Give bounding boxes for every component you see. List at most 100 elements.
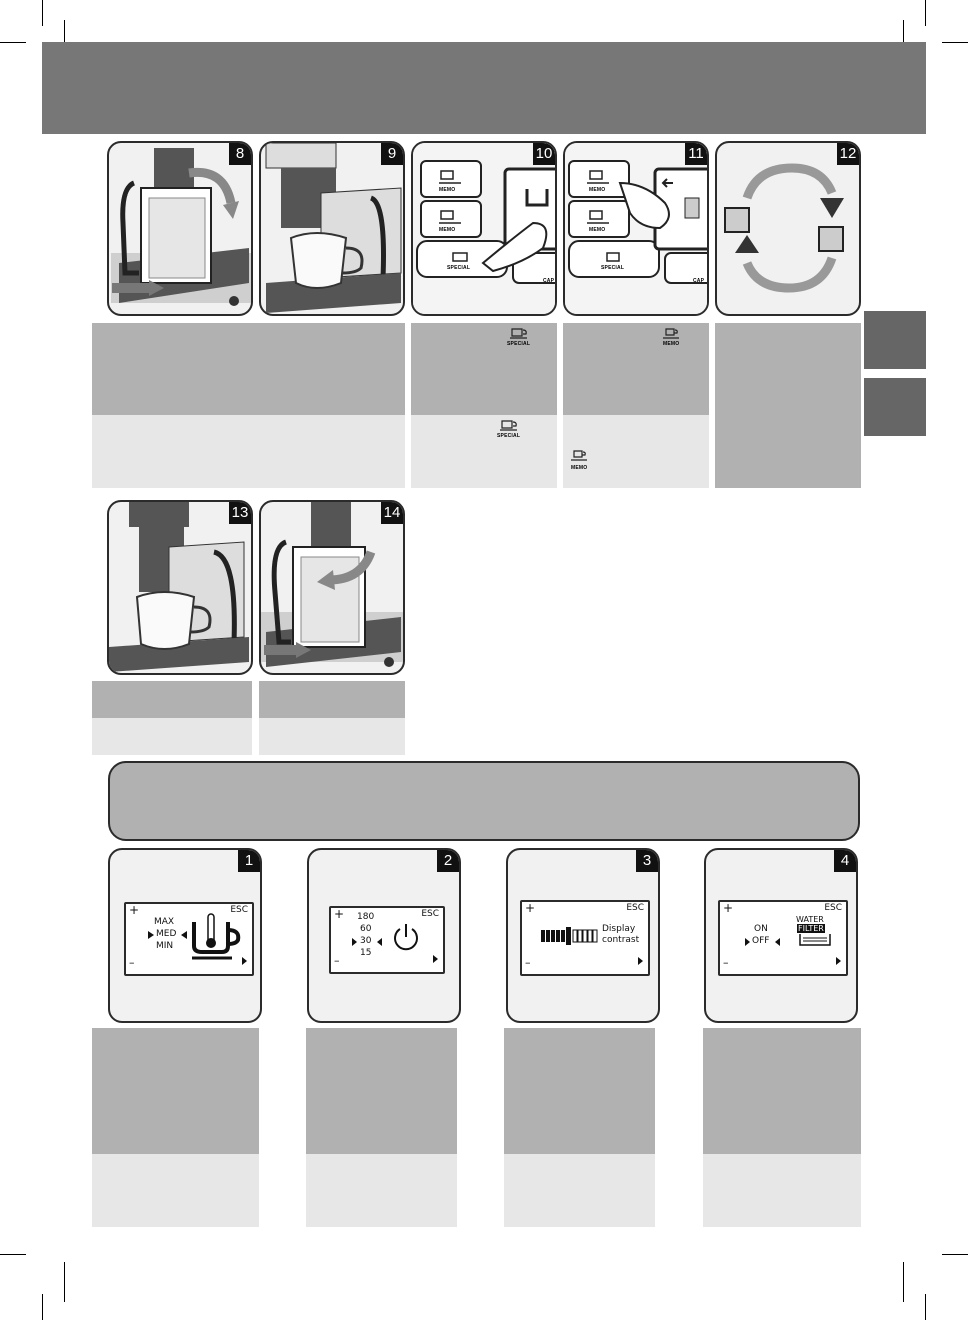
plus-sign[interactable]: + xyxy=(525,901,536,915)
display-contrast-line2: contrast xyxy=(602,935,640,945)
filter-label: FILTER xyxy=(797,924,825,933)
option-180: 180 xyxy=(357,912,375,922)
lcd-display: + ESC ON OFF WATER FILTER – xyxy=(718,900,848,976)
language-tab-active[interactable] xyxy=(864,378,926,436)
esc-label[interactable]: ESC xyxy=(626,903,644,913)
crop-mark xyxy=(0,1254,26,1255)
setting-2-panel: 2 + ESC 180 60 30 15 – xyxy=(307,848,461,1023)
special-button-label: SPECIAL xyxy=(601,265,625,271)
step-number: 9 xyxy=(381,143,403,165)
contrast-bar-icon xyxy=(541,927,598,945)
power-icon xyxy=(394,924,418,951)
memo-button-label: MEMO xyxy=(589,187,606,193)
step-13-text-box xyxy=(92,681,252,718)
crop-mark xyxy=(925,1294,926,1320)
step-8-9-text-box-secondary xyxy=(92,415,405,488)
step-11-illustration: MEMO MEMO SPECIAL CAP 11 xyxy=(563,141,709,316)
step-number: 3 xyxy=(636,850,658,872)
lcd-display: + ESC Display contrast – xyxy=(520,900,650,976)
step-13-text-box-secondary xyxy=(92,718,252,755)
setting-3-panel: 3 + ESC Display contrast – xyxy=(506,848,660,1023)
selection-arrow-right-icon xyxy=(148,931,154,939)
esc-label[interactable]: ESC xyxy=(230,905,248,915)
selection-arrow-right-icon xyxy=(745,938,750,946)
step-number: 10 xyxy=(533,143,555,165)
minus-sign[interactable]: – xyxy=(723,956,729,969)
crop-mark xyxy=(42,0,43,26)
memo-button-label: MEMO xyxy=(571,465,588,471)
step-14-text-box xyxy=(259,681,405,718)
setting-3-text-box xyxy=(504,1028,655,1154)
step-number: 14 xyxy=(381,502,403,524)
option-15: 15 xyxy=(360,948,372,958)
special-button-label: SPECIAL xyxy=(497,433,521,439)
setting-2-text-box xyxy=(306,1028,457,1154)
step-number: 2 xyxy=(437,850,459,872)
setting-1-text-box xyxy=(92,1028,259,1154)
step-14-illustration: 14 xyxy=(259,500,405,675)
minus-sign[interactable]: – xyxy=(334,954,340,967)
step-14-text-box-secondary xyxy=(259,718,405,755)
step-number: 4 xyxy=(834,850,856,872)
special-icon xyxy=(500,420,517,431)
setting-2-text-box-secondary xyxy=(306,1154,457,1227)
next-arrow-icon[interactable] xyxy=(241,956,248,966)
crop-mark xyxy=(64,20,65,60)
crop-mark xyxy=(942,1254,968,1255)
selection-arrow-left-icon xyxy=(775,938,780,946)
step-11-text-box-secondary: MEMO xyxy=(563,415,709,488)
plus-sign[interactable]: + xyxy=(129,903,140,917)
option-on: ON xyxy=(754,924,768,934)
next-arrow-icon[interactable] xyxy=(835,956,842,966)
step-10-text-box-secondary: SPECIAL xyxy=(411,415,557,488)
plus-sign[interactable]: + xyxy=(723,901,734,915)
crop-mark xyxy=(942,42,968,43)
plus-sign[interactable]: + xyxy=(334,907,345,921)
next-arrow-icon[interactable] xyxy=(432,954,439,964)
option-max: MAX xyxy=(154,917,175,927)
setting-4-panel: 4 + ESC ON OFF WATER FILTER – xyxy=(704,848,858,1023)
display-contrast-line1: Display xyxy=(602,924,636,934)
memo-icon xyxy=(571,450,587,461)
step-13-illustration: 13 xyxy=(107,500,253,675)
selection-arrow-left-icon xyxy=(181,931,187,939)
minus-sign[interactable]: – xyxy=(525,956,531,969)
step-8-illustration: 8 xyxy=(107,141,253,316)
special-icon xyxy=(510,328,527,339)
water-label: WATER xyxy=(796,915,824,924)
step-number: 12 xyxy=(837,143,859,165)
minus-sign[interactable]: – xyxy=(129,956,135,969)
crop-mark xyxy=(903,1262,904,1302)
option-min: MIN xyxy=(156,941,174,951)
memo-button-label: MEMO xyxy=(663,341,680,347)
option-30-selected: 30 xyxy=(360,936,372,946)
page-header-band xyxy=(42,42,926,134)
step-number: 8 xyxy=(229,143,251,165)
temperature-cup-icon xyxy=(192,913,241,960)
step-9-illustration: 9 xyxy=(259,141,405,316)
esc-label[interactable]: ESC xyxy=(421,909,439,919)
selection-arrow-left-icon xyxy=(377,938,382,946)
next-arrow-icon[interactable] xyxy=(637,956,644,966)
crop-mark xyxy=(903,20,904,60)
option-60: 60 xyxy=(360,924,372,934)
step-10-illustration: MEMO MEMO SPECIAL CAP 10 xyxy=(411,141,557,316)
lcd-display: + ESC 180 60 30 15 – xyxy=(329,906,445,974)
step-12-illustration: 12 xyxy=(715,141,861,316)
memo-button-label: MEMO xyxy=(589,227,606,233)
language-tab[interactable] xyxy=(864,311,926,369)
step-12-text-box xyxy=(715,323,861,488)
crop-mark xyxy=(0,42,26,43)
crop-mark xyxy=(42,1294,43,1320)
cap-button-label: CAP xyxy=(543,278,555,284)
step-11-text-box: MEMO xyxy=(563,323,709,415)
memo-button-label: MEMO xyxy=(439,227,456,233)
setting-4-text-box-secondary xyxy=(703,1154,861,1227)
water-filter-icon xyxy=(799,934,831,946)
esc-label[interactable]: ESC xyxy=(824,903,842,913)
setting-4-text-box xyxy=(703,1028,861,1154)
step-number: 13 xyxy=(229,502,251,524)
crop-mark xyxy=(925,0,926,26)
selection-arrow-right-icon xyxy=(352,938,357,946)
step-8-9-text-box xyxy=(92,323,405,415)
